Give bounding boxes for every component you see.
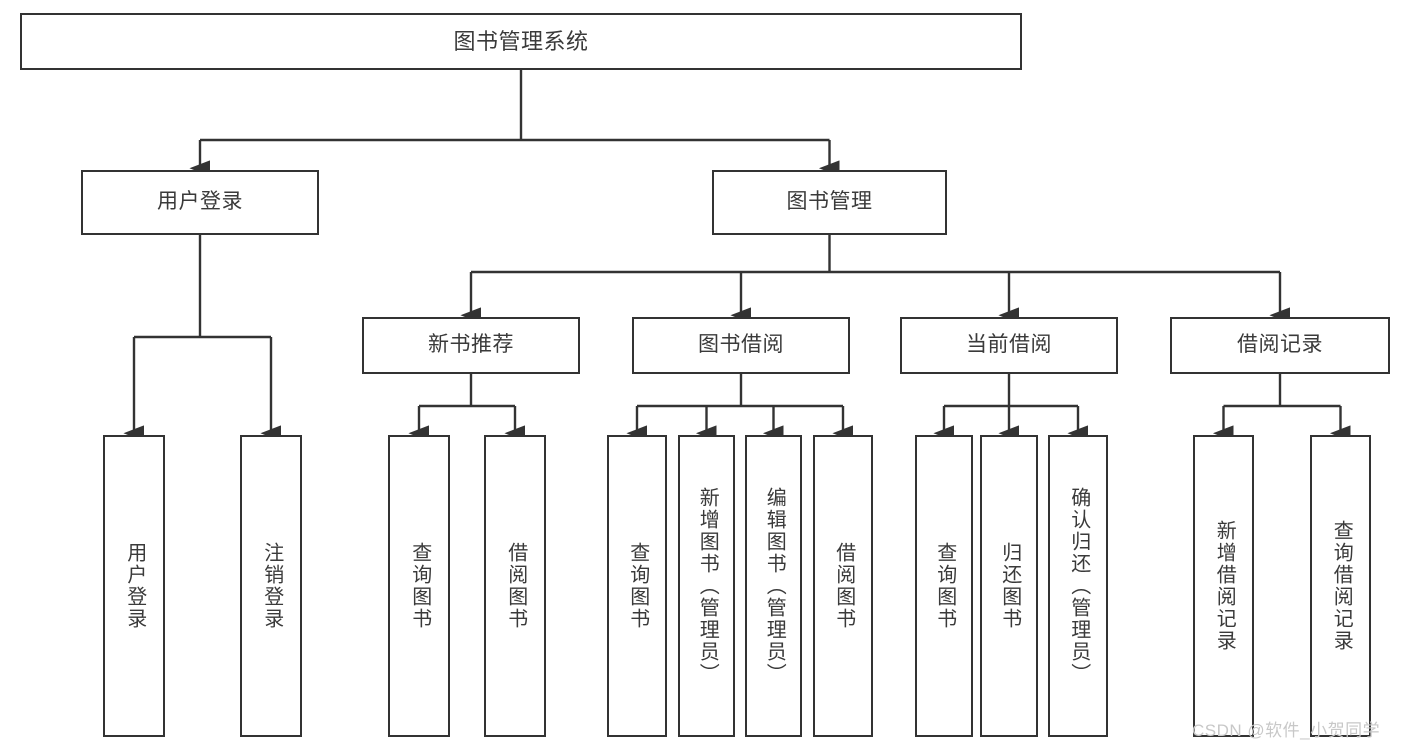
node-label: 图书管理 (786, 190, 873, 214)
node-label: 当前借阅 (966, 333, 1052, 357)
node-leaf-12[interactable]: 新增借阅记录 (1193, 435, 1254, 737)
node-label: 归还图书 (998, 542, 1021, 630)
node-label: 借阅图书 (832, 542, 855, 630)
node-book-mgmt[interactable]: 图书管理 (712, 170, 947, 235)
node-cur-borrow[interactable]: 当前借阅 (900, 317, 1118, 374)
node-leaf-4[interactable]: 借阅图书 (484, 435, 546, 737)
node-user-login[interactable]: 用户登录 (81, 170, 319, 235)
node-leaf-3[interactable]: 查询图书 (388, 435, 450, 737)
node-leaf-9[interactable]: 查询图书 (915, 435, 973, 737)
csdn-watermark: CSDN @软件_小贺同学 (1192, 721, 1381, 740)
node-label: 借阅记录 (1237, 333, 1323, 357)
node-leaf-10[interactable]: 归还图书 (980, 435, 1038, 737)
node-label: 新书推荐 (428, 333, 514, 357)
node-leaf-7[interactable]: 编辑图书（管理员） (745, 435, 802, 737)
node-label: 查询图书 (626, 542, 649, 630)
node-leaf-5[interactable]: 查询图书 (607, 435, 667, 737)
node-leaf-2[interactable]: 注销登录 (240, 435, 302, 737)
node-label: 查询图书 (408, 542, 431, 630)
node-leaf-8[interactable]: 借阅图书 (813, 435, 873, 737)
node-label: 图书管理系统 (453, 28, 589, 54)
node-label: 编辑图书（管理员） (763, 487, 786, 685)
node-label: 用户登录 (157, 190, 243, 214)
node-root[interactable]: 图书管理系统 (20, 13, 1022, 70)
node-label: 注销登录 (260, 542, 283, 630)
node-new-book-rec[interactable]: 新书推荐 (362, 317, 580, 374)
node-label: 查询图书 (933, 542, 956, 630)
node-leaf-1[interactable]: 用户登录 (103, 435, 165, 737)
node-leaf-11[interactable]: 确认归还（管理员） (1048, 435, 1108, 737)
node-label: 新增借阅记录 (1213, 520, 1236, 652)
node-label: 新增图书（管理员） (696, 487, 719, 685)
node-label: 用户登录 (123, 542, 146, 630)
node-book-borrow[interactable]: 图书借阅 (632, 317, 850, 374)
node-leaf-13[interactable]: 查询借阅记录 (1310, 435, 1371, 737)
node-label: 查询借阅记录 (1330, 520, 1353, 652)
node-leaf-6[interactable]: 新增图书（管理员） (678, 435, 735, 737)
node-label: 借阅图书 (504, 542, 527, 630)
node-label: 图书借阅 (698, 333, 784, 357)
node-borrow-log[interactable]: 借阅记录 (1170, 317, 1390, 374)
node-label: 确认归还（管理员） (1067, 487, 1090, 685)
